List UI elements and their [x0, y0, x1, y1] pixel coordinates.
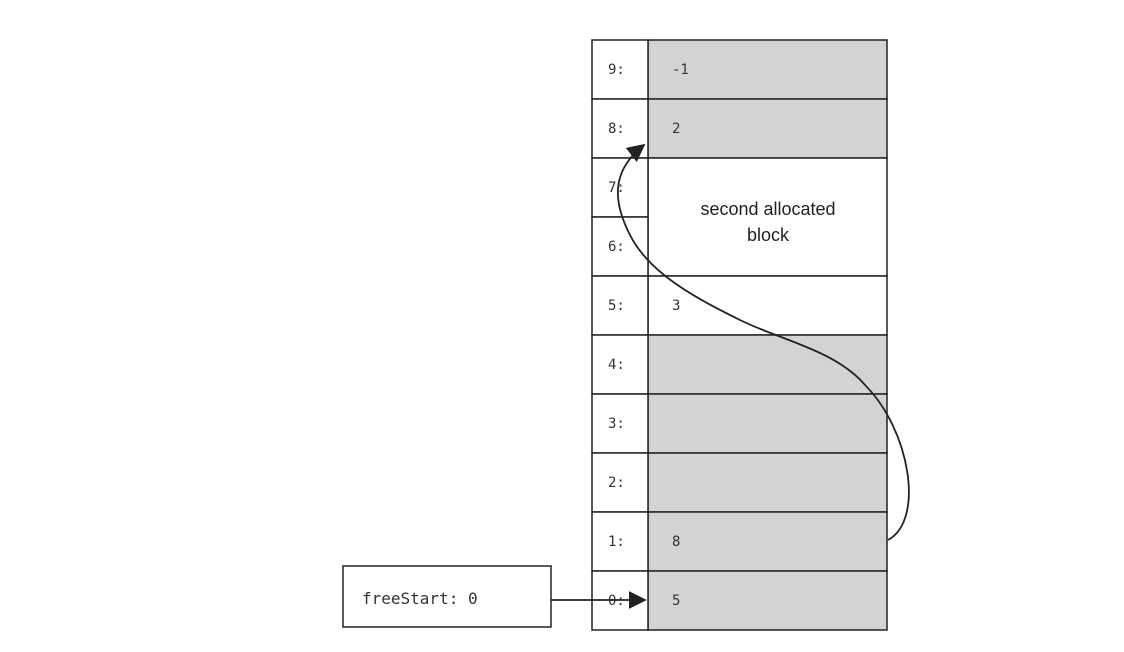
value-label-8: 2	[672, 121, 680, 137]
allocated-block-label-line-1: second allocated	[700, 199, 835, 219]
value-cell-9	[647, 39, 888, 100]
index-label-9: 9:	[608, 62, 625, 78]
second-allocated-block	[647, 157, 888, 277]
index-label-0: 0:	[608, 593, 625, 609]
value-cell-2	[647, 452, 888, 513]
index-cell-4	[591, 334, 649, 395]
value-label-9: -1	[672, 62, 689, 78]
value-label-5: 3	[672, 298, 680, 314]
value-label-0: 5	[672, 593, 680, 609]
allocated-block-label-line-2: block	[747, 225, 790, 245]
index-label-3: 3:	[608, 416, 625, 432]
free-start-box	[342, 565, 552, 628]
value-label-1: 8	[672, 534, 680, 550]
index-label-6: 6:	[608, 239, 625, 255]
free-list-link-arrow	[617, 143, 910, 541]
value-cell-0	[647, 570, 888, 631]
value-cell-3	[647, 393, 888, 454]
memory-table: 9: -1 8: 2 7: 6: second allocated block …	[591, 39, 888, 631]
value-cell-4	[647, 334, 888, 395]
value-cell-1	[647, 511, 888, 572]
index-label-2: 2:	[608, 475, 625, 491]
index-cell-2	[591, 452, 649, 513]
index-label-4: 4:	[608, 357, 625, 373]
value-cell-5	[647, 275, 888, 336]
index-cell-1	[591, 511, 649, 572]
index-label-1: 1:	[608, 534, 625, 550]
index-label-8: 8:	[608, 121, 625, 137]
index-label-5: 5:	[608, 298, 625, 314]
index-label-7: 7:	[608, 180, 625, 196]
index-cell-9	[591, 39, 649, 100]
index-cell-6	[591, 216, 649, 277]
value-cell-8	[647, 98, 888, 159]
free-start-label: freeStart: 0	[362, 589, 478, 608]
